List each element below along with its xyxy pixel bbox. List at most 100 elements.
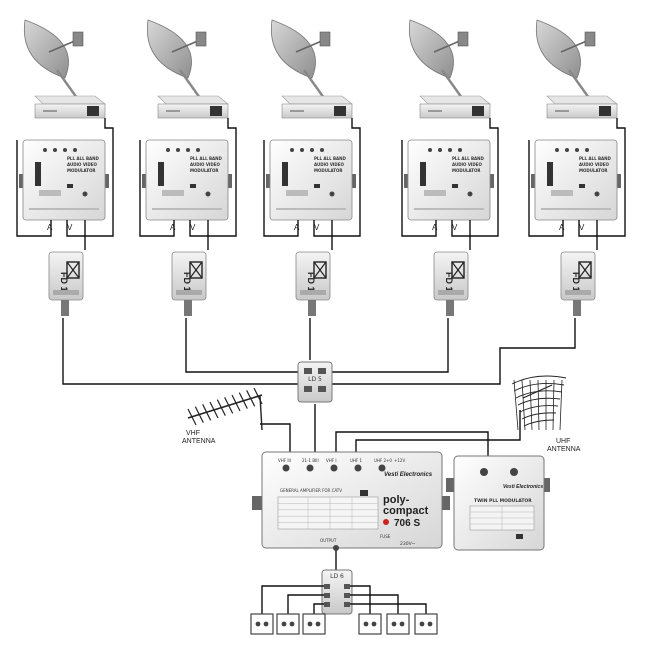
modulator-bracket-left <box>404 174 410 188</box>
vhf-element <box>209 401 219 419</box>
wire-vhf-amplifier <box>260 423 291 456</box>
modulator-knob <box>186 148 190 152</box>
wire-audio <box>528 140 564 237</box>
twin-spec-lines <box>470 506 534 530</box>
splitter-port-right <box>344 584 350 589</box>
jack-a-label: A <box>432 223 438 232</box>
receiver-display <box>87 106 99 116</box>
modulator-brand-plate <box>162 190 184 196</box>
amplifier-mains-label: 230V~ <box>400 541 416 547</box>
filter-output-connector <box>184 300 192 316</box>
filter-symbol-cross <box>578 261 592 279</box>
modulator-knob <box>63 148 67 152</box>
combiner-ld5: LD 5 <box>297 361 333 403</box>
modulator-logo-box <box>190 184 196 188</box>
uhf-grid-rod <box>513 379 519 431</box>
dish-reflector <box>270 19 316 79</box>
uhf-grid-rod <box>559 379 563 431</box>
amplifier-model-line2: compact <box>383 505 429 517</box>
receiver-top <box>34 95 106 105</box>
filter-symbol-box <box>313 261 327 279</box>
vhf-element <box>246 390 256 407</box>
modulator-knob <box>73 148 77 152</box>
jack-v-label: V <box>314 223 320 232</box>
modulator-channel-display <box>35 162 41 186</box>
modulator-output-port <box>205 191 211 197</box>
modulator-text-line1: PLL ALL BAND <box>579 156 612 161</box>
modulator-output-port <box>467 191 473 197</box>
modulator-text-line1: PLL ALL BAND <box>452 156 485 161</box>
wire-uhf-amplifier <box>335 431 489 456</box>
modulator-text-line2: AUDIO VIDEO <box>190 162 220 167</box>
modulator-text-line2: AUDIO VIDEO <box>579 162 609 167</box>
outlet-plate <box>358 613 382 635</box>
vhf-element <box>238 392 248 409</box>
modulator-body <box>534 139 618 221</box>
wire-outlet-1 <box>261 585 324 614</box>
filter-connector-strip <box>176 290 202 295</box>
twin-brand: Vesti Electronics <box>503 484 543 490</box>
jack-v-label: V <box>452 223 458 232</box>
splitter-port-left <box>324 584 330 589</box>
dish-reflector <box>535 19 581 79</box>
jack-a-label: A <box>559 223 565 232</box>
vhf-label-line1: VHF <box>186 430 200 437</box>
wire-col2-combiner <box>185 318 300 373</box>
lnb-icon <box>457 31 469 47</box>
amplifier-title: GENERAL AMPLIFIER FOR CATV <box>280 488 342 493</box>
filter-symbol-box <box>578 261 592 279</box>
combiner-port <box>304 386 312 392</box>
twin-input-port-1 <box>480 468 488 476</box>
modulator-knob <box>428 148 432 152</box>
wire-outlet-2 <box>287 594 324 614</box>
uhf-grid <box>511 375 567 431</box>
outlet-6 <box>414 613 438 635</box>
receiver-display <box>599 106 611 116</box>
splitter-label: LD 6 <box>330 573 344 580</box>
uhf-grid-rod <box>552 379 555 431</box>
filter-symbol-box <box>66 261 80 279</box>
receiver-top <box>157 95 229 105</box>
receiver-slot <box>166 110 180 112</box>
dish-mount <box>56 69 78 99</box>
filter-label: FD 1 <box>306 272 316 292</box>
wire-audio <box>263 140 299 237</box>
jack-v-label: V <box>579 223 585 232</box>
filter-label: FD 1 <box>182 272 192 292</box>
receiver-slot <box>290 110 304 112</box>
jack-a-label: A <box>294 223 300 232</box>
modulator-text-line2: AUDIO VIDEO <box>314 162 344 167</box>
modulator-bracket-right <box>226 174 232 188</box>
modulator-knob <box>448 148 452 152</box>
outlet-1 <box>250 613 274 635</box>
backbone-wiring <box>62 318 576 570</box>
outlet-plate <box>302 613 326 635</box>
modulator-body <box>407 139 491 221</box>
splitter-port-right <box>344 602 350 607</box>
outlet-plate <box>250 613 274 635</box>
wall-outlets <box>250 613 438 635</box>
wire-video <box>313 118 361 237</box>
filter-output-connector <box>308 300 316 316</box>
amplifier-input-label: 21-1 BIII <box>302 458 319 463</box>
modulator-bracket-left <box>266 174 272 188</box>
modulator-knob <box>290 148 294 152</box>
filter-symbol-cross <box>451 261 465 279</box>
outlet-socket-radio <box>399 621 405 627</box>
receiver-slot <box>555 110 569 112</box>
modulator-output-port <box>594 191 600 197</box>
dish-mount <box>303 69 325 99</box>
modulator-text-line3: MODULATOR <box>314 168 343 173</box>
twin-logo-box <box>516 534 523 539</box>
wire-audio <box>401 140 437 237</box>
modulator-label-strip <box>414 208 484 210</box>
filter-symbol-cross <box>189 261 203 279</box>
modulator-knob <box>53 148 57 152</box>
filter-output-connector <box>446 300 454 316</box>
amplifier-led <box>383 519 389 525</box>
